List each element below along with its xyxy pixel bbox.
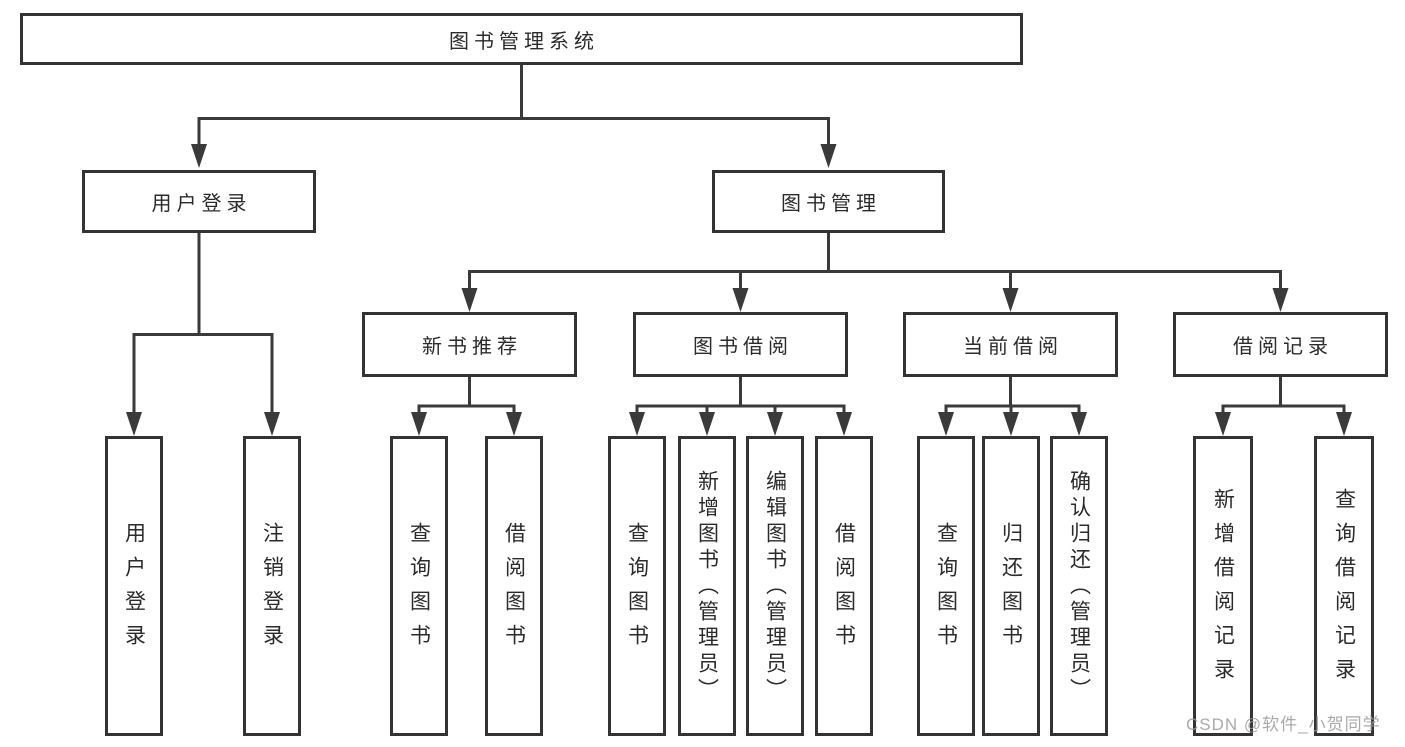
node-leaf-bb-edit: 编辑图书（管理员）	[746, 436, 804, 736]
node-leaf-nb-borrow-label: 借阅图书	[502, 521, 526, 658]
node-current-borrow: 当前借阅	[903, 312, 1118, 377]
arrowhead	[264, 412, 280, 436]
node-leaf-bb-borrow-label: 借阅图书	[832, 521, 856, 658]
arrowhead	[506, 412, 522, 436]
node-leaf-cb-query: 查询图书	[917, 436, 975, 736]
node-book-borrow: 图书借阅	[633, 312, 848, 377]
arrowhead	[126, 412, 142, 436]
arrowhead	[461, 288, 478, 312]
node-leaf-br-query: 查询借阅记录	[1314, 436, 1374, 736]
node-borrow-records: 借阅记录	[1173, 312, 1388, 377]
node-leaf-bb-borrow: 借阅图书	[815, 436, 873, 736]
arrowhead	[411, 412, 427, 436]
node-leaf-nb-borrow: 借阅图书	[485, 436, 543, 736]
node-leaf-cb-confirm-label: 确认归还（管理员）	[1067, 470, 1091, 704]
node-leaf-br-query-label: 查询借阅记录	[1332, 487, 1356, 692]
csdn-watermark: CSDN @软件_小贺同学	[1186, 715, 1381, 734]
node-leaf-cb-query-label: 查询图书	[934, 521, 958, 658]
node-leaf-cb-return-label: 归还图书	[999, 521, 1023, 658]
node-leaf-logout-label: 注销登录	[260, 521, 284, 658]
node-leaf-bb-add: 新增图书（管理员）	[678, 436, 736, 736]
arrowhead	[767, 412, 783, 436]
node-leaf-nb-query-label: 查询图书	[407, 521, 431, 658]
arrowhead	[1071, 412, 1087, 436]
arrowhead	[1003, 412, 1019, 436]
node-borrow-records-label: 借阅记录	[1233, 336, 1333, 358]
node-leaf-cb-return: 归还图书	[982, 436, 1040, 736]
arrowhead	[1002, 288, 1019, 312]
node-leaf-bb-add-label: 新增图书（管理员）	[695, 470, 719, 704]
node-leaf-bb-query: 查询图书	[608, 436, 666, 736]
arrowhead	[629, 412, 645, 436]
node-leaf-bb-edit-label: 编辑图书（管理员）	[763, 470, 787, 704]
arrowhead	[732, 288, 749, 312]
arrowhead	[1336, 412, 1352, 436]
node-book-mgmt: 图书管理	[712, 170, 945, 233]
arrowhead	[191, 144, 207, 168]
node-leaf-br-add-label: 新增借阅记录	[1211, 487, 1235, 692]
node-root-label: 图书管理系统	[449, 30, 599, 53]
node-leaf-bb-query-label: 查询图书	[625, 521, 649, 658]
node-leaf-cb-confirm: 确认归还（管理员）	[1050, 436, 1108, 736]
node-new-books: 新书推荐	[362, 312, 577, 377]
node-leaf-user-login: 用户登录	[105, 436, 163, 736]
arrowhead	[836, 412, 852, 436]
arrowhead	[1215, 412, 1231, 436]
node-leaf-br-add: 新增借阅记录	[1193, 436, 1253, 736]
node-new-books-label: 新书推荐	[422, 336, 522, 358]
node-leaf-logout: 注销登录	[243, 436, 301, 736]
node-current-borrow-label: 当前借阅	[963, 336, 1063, 358]
arrowhead	[699, 412, 715, 436]
arrowhead	[820, 144, 837, 168]
node-leaf-user-login-label: 用户登录	[122, 521, 146, 658]
arrowhead	[938, 412, 954, 436]
node-user-login: 用户登录	[82, 170, 316, 233]
node-root: 图书管理系统	[20, 13, 1023, 65]
node-leaf-nb-query: 查询图书	[390, 436, 448, 736]
arrowhead	[1272, 288, 1289, 312]
node-book-mgmt-label: 图书管理	[781, 193, 881, 215]
node-user-login-label: 用户登录	[151, 193, 252, 215]
node-book-borrow-label: 图书借阅	[693, 336, 793, 358]
